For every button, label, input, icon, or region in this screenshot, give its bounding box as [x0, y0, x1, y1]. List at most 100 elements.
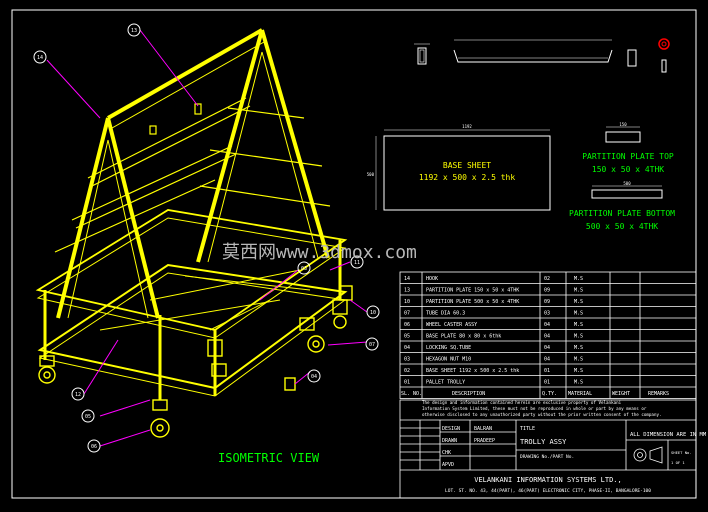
bom-row-qty: 01	[544, 380, 550, 386]
bom-row-desc: HEXAGON NUT M10	[426, 357, 471, 363]
watermark: 莫西网www.3dmox.com	[222, 242, 417, 263]
bom-row-desc: WHEEL CASTER ASSY	[426, 322, 477, 328]
bom-row-desc: TUBE DIA 60.3	[426, 311, 465, 317]
dimension-note: ALL DIMENSION ARE IN MM	[630, 432, 707, 438]
bom-row-material: M.S	[574, 357, 583, 363]
callout-leaders	[46, 29, 368, 447]
base-sheet-dim-width: 1192	[462, 124, 472, 129]
bom-header-qty: Q.TY.	[542, 391, 557, 397]
svg-text:otherwise disclosed to any una: otherwise disclosed to any unauthorized …	[422, 412, 662, 417]
bom-row-qty: 04	[544, 357, 550, 363]
view-label: ISOMETRIC VIEW	[218, 451, 320, 465]
callout-12: 12	[75, 392, 81, 398]
partition-bottom-dim: 500	[623, 181, 631, 186]
bom-row-no: 03	[404, 357, 410, 363]
bom-row-qty: 02	[544, 276, 550, 282]
tube-views	[414, 38, 670, 73]
partition-top-title: PARTITION PLATE TOP	[582, 152, 674, 161]
notice-text: The design and information contained her…	[422, 400, 662, 417]
trolley-isometric	[35, 28, 353, 438]
callout-13: 13	[131, 28, 137, 34]
callout-05: 05	[85, 414, 91, 420]
title-block-grid	[399, 399, 697, 499]
base-sheet-dim-height: 500	[367, 172, 375, 177]
chk-label: CHK	[442, 450, 451, 456]
partition-plate-details: 150 PARTITION PLATE TOP 150 x 50 x 4THK …	[569, 122, 675, 231]
callout-11: 11	[354, 260, 360, 266]
bom-header-remarks: REMARKS	[648, 391, 669, 397]
base-sheet-size: 1192 x 500 x 2.5 thk	[419, 173, 516, 182]
bom-row-material: M.S	[574, 276, 583, 282]
bom-row-no: 14	[404, 276, 410, 282]
bom-row-qty: 03	[544, 311, 550, 317]
bom-row-material: M.S	[574, 322, 583, 328]
sheet-value: 1 OF 1	[671, 460, 685, 465]
company-name: VELANKANI INFORMATION SYSTEMS LTD.,	[474, 476, 622, 484]
bom-row-desc: BASE PLATE 80 x 80 x 6thk	[426, 334, 501, 340]
drawing-no-label: DRAWING No./PART No.	[520, 454, 574, 460]
bom-header-material: MATERIAL	[568, 391, 592, 397]
drawing-title: TROLLY ASSY	[520, 438, 567, 446]
title-label: TITLE	[520, 426, 535, 432]
bom-row-qty: 09	[544, 299, 550, 305]
bom-row-no: 01	[404, 380, 410, 386]
design-name: BALRAN	[474, 426, 492, 432]
company-address: LOT. ST. NO. 43, 44(PART), 46(PART) ELEC…	[445, 488, 651, 494]
callout-10: 10	[370, 310, 376, 316]
bom-row-material: M.S	[574, 380, 583, 386]
design-label: DESIGN	[442, 426, 460, 432]
bom-row-desc: BASE SHEET 1192 x 500 x 2.5 thk	[426, 368, 519, 374]
bom-row-qty: 04	[544, 334, 550, 340]
bom-row-desc: PARTITION PLATE 500 x 50 x 4THK	[426, 299, 519, 305]
sheet-border	[11, 9, 697, 499]
base-sheet-detail: 1192 500 BASE SHEET 1192 x 500 x 2.5 thk	[367, 124, 551, 211]
bom-header-no: SL. NO.	[401, 391, 422, 397]
drawn-name: PRADEEP	[474, 438, 495, 444]
bom-row-no: 06	[404, 322, 410, 328]
callout-bubbles	[33, 23, 380, 453]
bom-row-qty: 01	[544, 368, 550, 374]
partition-top-size: 150 x 50 x 4THK	[592, 165, 664, 174]
callout-06: 06	[91, 444, 97, 450]
base-sheet-outline	[383, 135, 551, 211]
bom-row-no: 10	[404, 299, 410, 305]
callout-numbers: 14 13 11 10 07 04 05 06 12 03	[37, 28, 376, 450]
bom-row-desc: PALLET TROLLY	[426, 380, 465, 386]
bom-row-qty: 04	[544, 322, 550, 328]
partition-bottom-outline	[591, 189, 663, 199]
bom-row-no: 13	[404, 288, 410, 294]
sheet-label: SHEET No.	[671, 450, 692, 455]
bom-header-weight: WEIGHT	[612, 391, 630, 397]
drawn-label: DRAWN	[442, 438, 457, 444]
bom-row-material: M.S	[574, 334, 583, 340]
bom-row-material: M.S	[574, 288, 583, 294]
bom-row-qty: 09	[544, 288, 550, 294]
bom-row-material: M.S	[574, 311, 583, 317]
bom-row-no: 07	[404, 311, 410, 317]
bom-row-qty: 04	[544, 345, 550, 351]
partition-bottom-size: 500 x 50 x 4THK	[586, 222, 658, 231]
bom-header-desc: DESCRIPTION	[452, 391, 485, 397]
callout-07: 07	[369, 342, 375, 348]
partition-top-dim: 150	[619, 122, 627, 127]
apvd-label: APVD	[442, 462, 454, 468]
bom-row-desc: PARTITION PLATE 150 x 50 x 4THK	[426, 288, 519, 294]
partition-top-outline	[605, 131, 641, 143]
callout-14: 14	[37, 55, 43, 61]
bom-row-material: M.S	[574, 368, 583, 374]
bom-row-material: M.S	[574, 299, 583, 305]
callout-04: 04	[311, 374, 317, 380]
bom-row-no: 05	[404, 334, 410, 340]
projection-symbol	[633, 446, 663, 464]
bom-row-material: M.S	[574, 345, 583, 351]
base-sheet-title: BASE SHEET	[443, 161, 491, 170]
callout-03: 03	[301, 266, 307, 272]
partition-bottom-title: PARTITION PLATE BOTTOM	[569, 209, 675, 218]
svg-text:The design and information con: The design and information contained her…	[422, 400, 622, 405]
bom-row-no: 02	[404, 368, 410, 374]
bom-row-desc: HOOK	[426, 276, 438, 282]
svg-text:Information System Limited, th: Information System Limited, these must n…	[422, 406, 647, 411]
